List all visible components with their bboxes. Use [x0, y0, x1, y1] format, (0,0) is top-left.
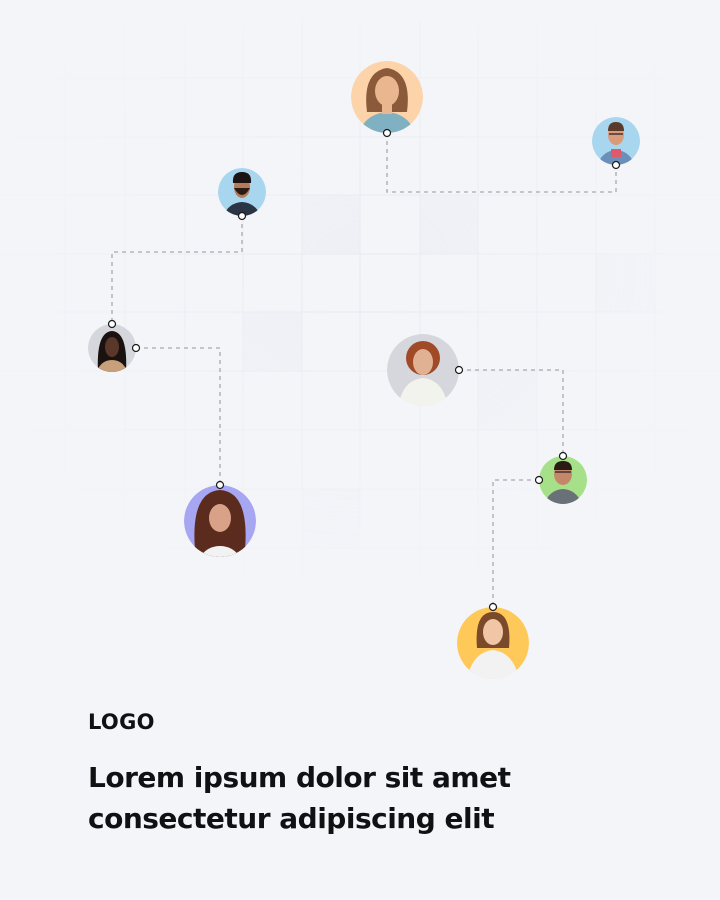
- hair-shape: [232, 172, 252, 183]
- node-dot: [237, 211, 247, 221]
- shirt-shape: [222, 202, 262, 216]
- connector-line: [492, 479, 539, 607]
- node-dot: [611, 160, 621, 170]
- shirt-shape: [398, 378, 448, 406]
- node-dot: [382, 128, 392, 138]
- avatar-woman-short: [457, 607, 529, 679]
- logo-text: LOGO: [88, 710, 155, 734]
- connector-lines: [111, 133, 617, 607]
- shirt-shape: [466, 650, 520, 679]
- face-shape: [209, 504, 231, 532]
- avatar-man-smile: [539, 456, 587, 504]
- connector-nodes: [107, 128, 621, 612]
- beard-shape: [234, 188, 250, 195]
- shirt-shape: [357, 112, 417, 133]
- connector-line: [459, 369, 564, 456]
- connector-line: [136, 347, 221, 485]
- node-dot: [558, 451, 568, 461]
- avatar-woman-curly: [387, 334, 459, 406]
- avatar-woman-blonde: [351, 61, 423, 133]
- face-shape: [375, 76, 399, 106]
- hair-shape: [554, 461, 572, 470]
- headline-line-1: Lorem ipsum dolor sit amet: [88, 761, 511, 794]
- connector-line: [386, 133, 617, 193]
- shirt-shape: [543, 489, 583, 504]
- node-dot: [107, 319, 117, 329]
- node-dot: [131, 343, 141, 353]
- shirt-shape: [96, 360, 128, 372]
- avatar-man-glasses: [592, 117, 640, 165]
- node-dot: [534, 475, 544, 485]
- connector-line: [111, 216, 243, 324]
- node-dot: [215, 480, 225, 490]
- hair-shape: [608, 122, 624, 131]
- face-shape: [413, 349, 433, 375]
- node-dot: [454, 365, 464, 375]
- headline-line-2: consectetur adipiscing elit: [88, 802, 495, 835]
- avatar-woman-braids: [88, 324, 136, 372]
- headline: Lorem ipsum dolor sit amet consectetur a…: [88, 757, 688, 839]
- shirt-shape: [596, 150, 636, 165]
- avatar-man-beard: [218, 168, 266, 216]
- face-shape: [105, 337, 119, 357]
- node-dot: [488, 602, 498, 612]
- avatar-woman-longhair: [184, 485, 256, 557]
- face-shape: [483, 619, 503, 645]
